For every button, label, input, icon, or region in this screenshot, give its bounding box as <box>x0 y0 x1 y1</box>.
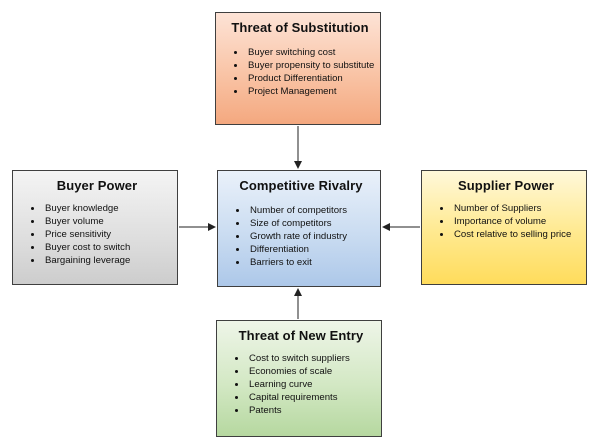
competitive-rivalry-list: Number of competitors Size of competitor… <box>232 204 370 269</box>
list-item: Project Management <box>246 85 370 98</box>
list-item: Buyer switching cost <box>246 46 370 59</box>
list-item: Buyer propensity to substitute <box>246 59 374 72</box>
threat-of-new-entry-title: Threat of New Entry <box>238 328 364 343</box>
supplier-power-title: Supplier Power <box>457 178 555 193</box>
list-item: Number of Suppliers <box>452 202 576 215</box>
list-item: Importance of volume <box>452 215 576 228</box>
supplier-power-box: Supplier Power Number of Suppliers Impor… <box>421 170 587 285</box>
list-item: Learning curve <box>247 378 371 391</box>
threat-of-substitution-list: Buyer switching cost Buyer propensity to… <box>230 46 374 98</box>
buyer-power-list: Buyer knowledge Buyer volume Price sensi… <box>27 202 167 267</box>
list-item: Barriers to exit <box>248 256 370 269</box>
supplier-power-list: Number of Suppliers Importance of volume… <box>436 202 576 241</box>
competitive-rivalry-title: Competitive Rivalry <box>239 178 363 193</box>
list-item: Growth rate of industry <box>248 230 370 243</box>
buyer-power-title: Buyer Power <box>56 178 138 193</box>
list-item: Number of competitors <box>248 204 370 217</box>
list-item: Size of competitors <box>248 217 370 230</box>
threat-of-new-entry-box: Threat of New Entry Cost to switch suppl… <box>216 320 382 437</box>
list-item: Capital requirements <box>247 391 371 404</box>
threat-of-substitution-box: Threat of Substitution Buyer switching c… <box>215 12 381 125</box>
list-item: Buyer volume <box>43 215 167 228</box>
list-item: Cost to switch suppliers <box>247 352 371 365</box>
list-item: Bargaining leverage <box>43 254 167 267</box>
list-item: Buyer knowledge <box>43 202 167 215</box>
competitive-rivalry-box: Competitive Rivalry Number of competitor… <box>217 170 381 287</box>
list-item: Patents <box>247 404 371 417</box>
list-item: Cost relative to selling price <box>452 228 576 241</box>
list-item: Buyer cost to switch <box>43 241 167 254</box>
threat-of-substitution-title: Threat of Substitution <box>231 20 369 35</box>
list-item: Product Differentiation <box>246 72 370 85</box>
list-item: Differentiation <box>248 243 370 256</box>
buyer-power-box: Buyer Power Buyer knowledge Buyer volume… <box>12 170 178 285</box>
list-item: Economies of scale <box>247 365 371 378</box>
list-item: Price sensitivity <box>43 228 167 241</box>
threat-of-new-entry-list: Cost to switch suppliers Economies of sc… <box>231 352 371 417</box>
